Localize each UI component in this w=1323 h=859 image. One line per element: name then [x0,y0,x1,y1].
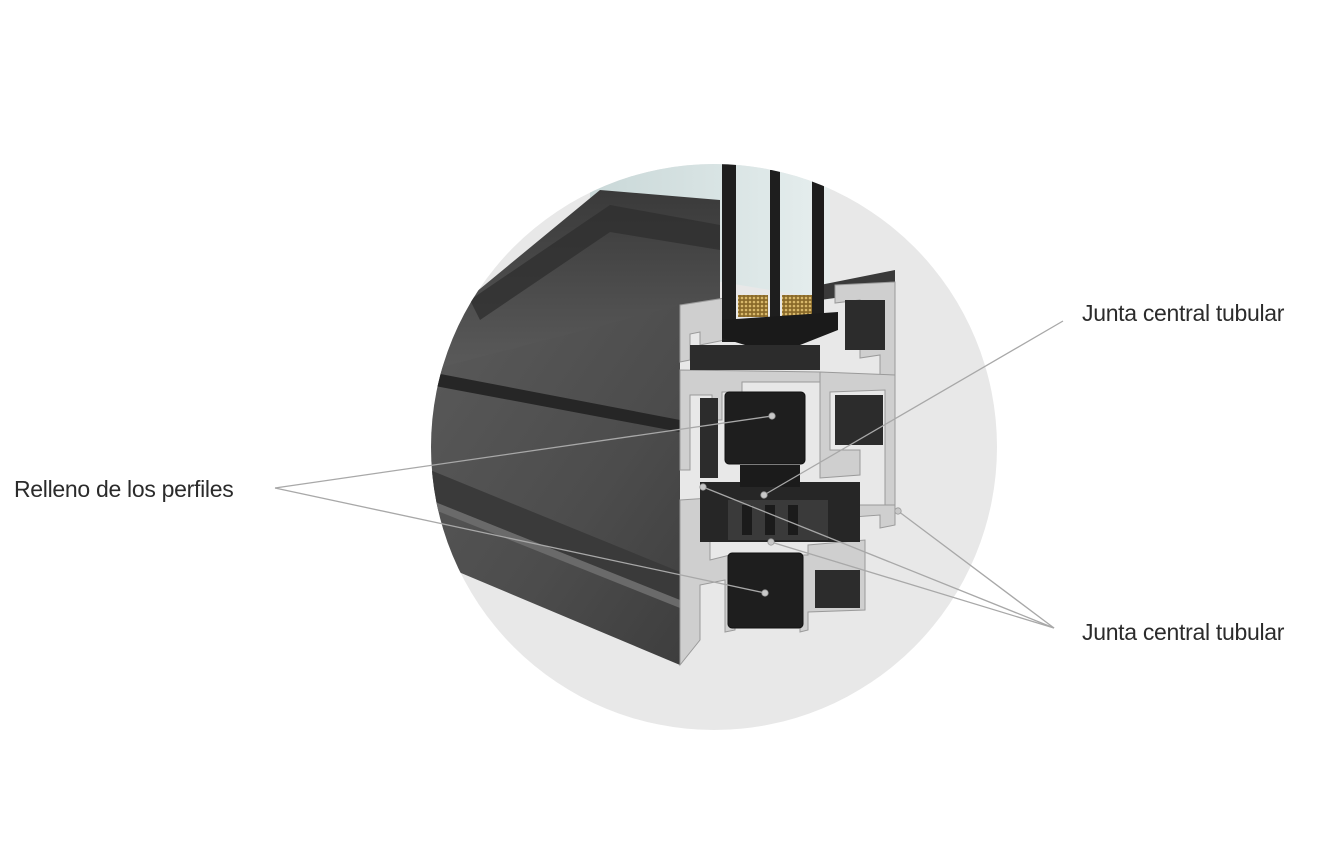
circle-dot-icon [761,589,769,597]
callout-dots [699,412,902,597]
leader-bottom-right-1 [702,486,1055,629]
glass-unit [722,164,838,345]
face-groove-upper [431,372,680,432]
circle-dot-icon [760,491,768,499]
section-chambers [690,300,885,608]
profile-render [431,164,896,667]
leader-left-2 [274,487,766,594]
leader-bottom-right-2 [770,541,1055,629]
callout-label-profile-filling: Relleno de los perfiles [14,476,234,502]
circle-dot-icon [768,412,776,420]
circle-dot-icon [894,507,902,515]
circle-dot-icon [767,538,775,546]
leader-bottom-right-3 [897,510,1055,629]
circle-dot-icon [699,483,707,491]
filling-core-upper [724,391,806,465]
callout-label-central-gasket-bottom: Junta central tubular [1082,619,1285,645]
leader-top-right [763,320,1064,496]
frame-top-groove [470,205,720,320]
leader-left-1 [274,415,773,489]
callout-label-central-gasket-top: Junta central tubular [1082,300,1285,326]
leader-lines [274,320,1064,629]
face-highlight [431,500,680,608]
central-gasket [700,465,860,542]
face-groove-lower [431,470,680,600]
